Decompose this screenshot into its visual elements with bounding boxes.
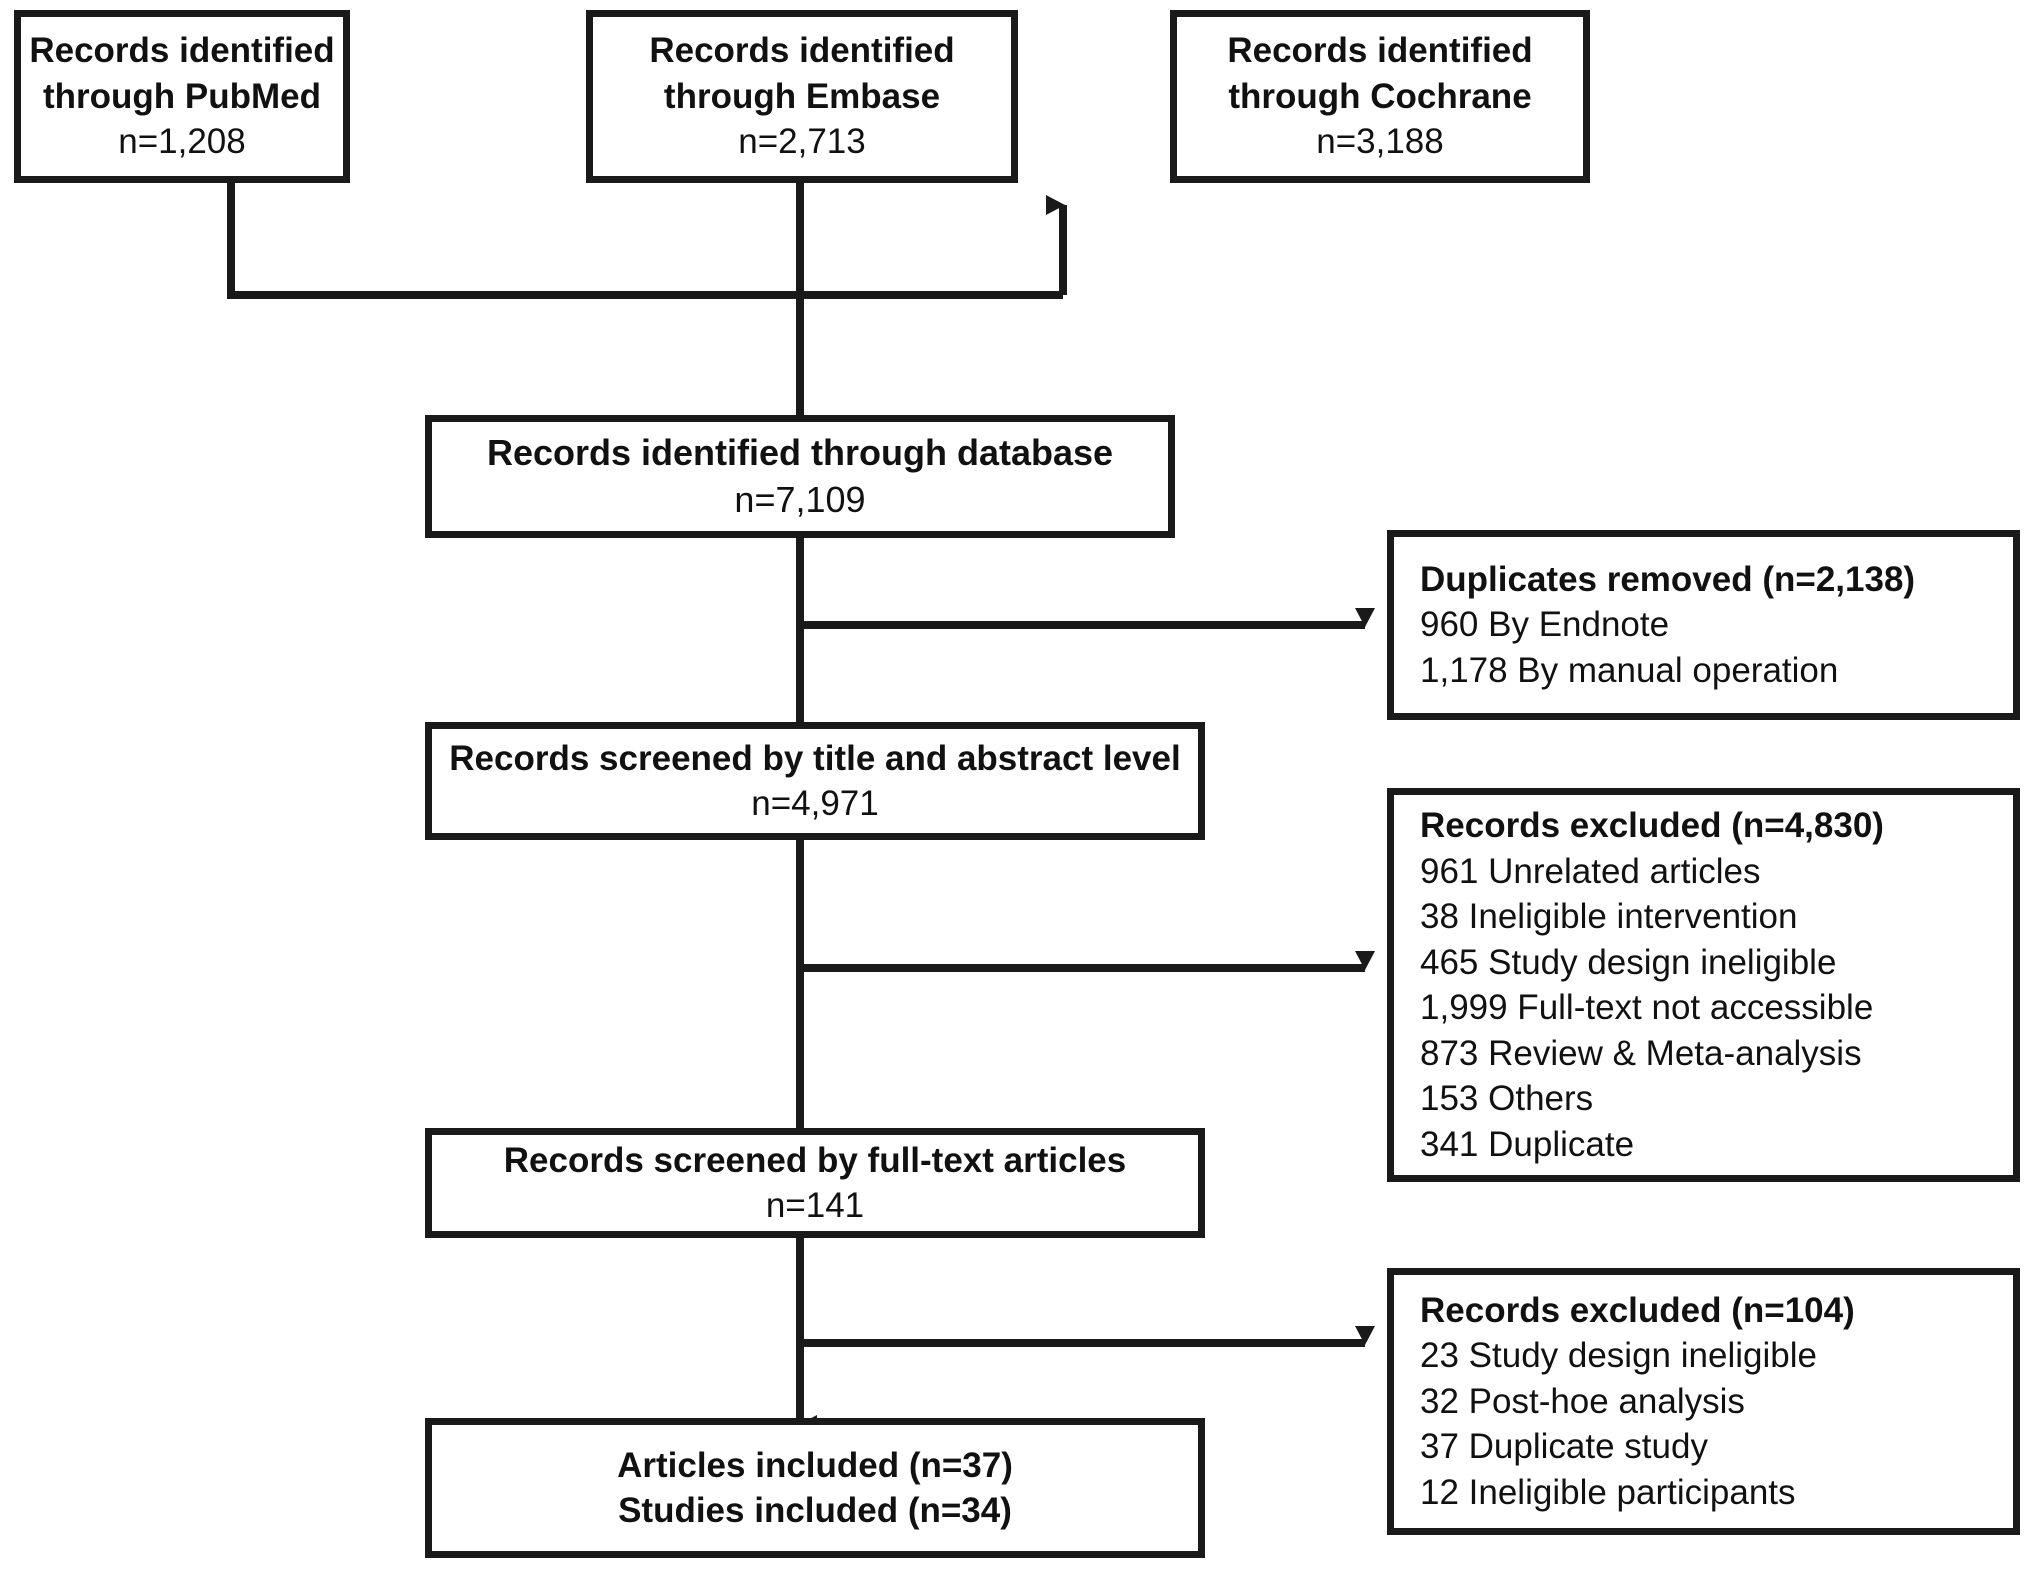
duplicates-item-1: 1,178 By manual operation (1420, 650, 1839, 690)
node-records-excluded-title-abstract: Records excluded (n=4,830) 961 Unrelated… (1387, 788, 2020, 1182)
node-articles-studies-included: Articles included (n=37) Studies include… (425, 1418, 1205, 1558)
excluded-ta-item-2: 465 Study design ineligible (1420, 942, 1837, 982)
excluded-ft-item-3: 12 Ineligible participants (1420, 1472, 1796, 1512)
excluded-ta-item-4: 873 Review & Meta-analysis (1420, 1033, 1862, 1073)
excluded-ta-item-3: 1,999 Full-text not accessible (1420, 988, 1874, 1027)
duplicates-item-0: 960 By Endnote (1420, 605, 1670, 645)
included-articles: Articles included (n=37) (617, 1445, 1013, 1485)
excluded-ta-item-5: 153 Others (1420, 1079, 1594, 1118)
excluded-ta-item-0: 961 Unrelated articles (1420, 851, 1761, 891)
cochrane-line-1: Records identified (1227, 31, 1533, 71)
included-studies: Studies included (n=34) (618, 1491, 1012, 1530)
excluded-ta-item-1: 38 Ineligible intervention (1420, 897, 1798, 936)
node-records-screened-title-abstract: Records screened by title and abstract l… (425, 722, 1205, 840)
node-records-screened-fulltext: Records screened by full-text articles n… (425, 1128, 1205, 1238)
screened-ta-count: n=4,971 (751, 784, 879, 823)
excluded-ft-heading: Records excluded (n=104) (1420, 1290, 1855, 1330)
database-line-1: Records identified through database (486, 431, 1114, 473)
excluded-ta-heading: Records excluded (n=4,830) (1420, 806, 1884, 845)
screened-ft-count: n=141 (765, 1186, 865, 1225)
embase-line-1: Records identified (649, 31, 955, 71)
node-records-excluded-fulltext: Records excluded (n=104) 23 Study design… (1387, 1268, 2020, 1535)
embase-count: n=2,713 (738, 122, 866, 162)
cochrane-count: n=3,188 (1316, 122, 1444, 162)
excluded-ta-item-6: 341 Duplicate (1420, 1124, 1635, 1164)
connector-pubmed-to-cochrane (227, 183, 1067, 299)
cochrane-line-2: through Cochrane (1228, 76, 1532, 116)
screened-ft-line-1: Records screened by full-text articles (503, 1140, 1127, 1180)
node-records-identified-database: Records identified through database n=7,… (425, 415, 1175, 538)
excluded-ft-item-2: 37 Duplicate study (1420, 1427, 1708, 1467)
pubmed-line-1: Records identified (29, 31, 335, 71)
excluded-ft-item-1: 32 Post-hoe analysis (1420, 1381, 1745, 1421)
excluded-ft-item-0: 23 Study design ineligible (1420, 1336, 1817, 1376)
node-records-identified-pubmed: Records identified through PubMed n=1,20… (14, 10, 350, 183)
node-records-identified-cochrane: Records identified through Cochrane n=3,… (1170, 10, 1590, 183)
embase-line-2: through Embase (663, 76, 941, 116)
pubmed-count: n=1,208 (118, 122, 246, 162)
node-records-identified-embase: Records identified through Embase n=2,71… (586, 10, 1018, 183)
database-count: n=7,109 (734, 478, 866, 520)
pubmed-line-2: through PubMed (42, 76, 321, 116)
screened-ta-line-1: Records screened by title and abstract l… (449, 738, 1181, 778)
node-duplicates-removed: Duplicates removed (n=2,138) 960 By Endn… (1387, 530, 2020, 720)
duplicates-heading: Duplicates removed (n=2,138) (1420, 559, 1916, 599)
